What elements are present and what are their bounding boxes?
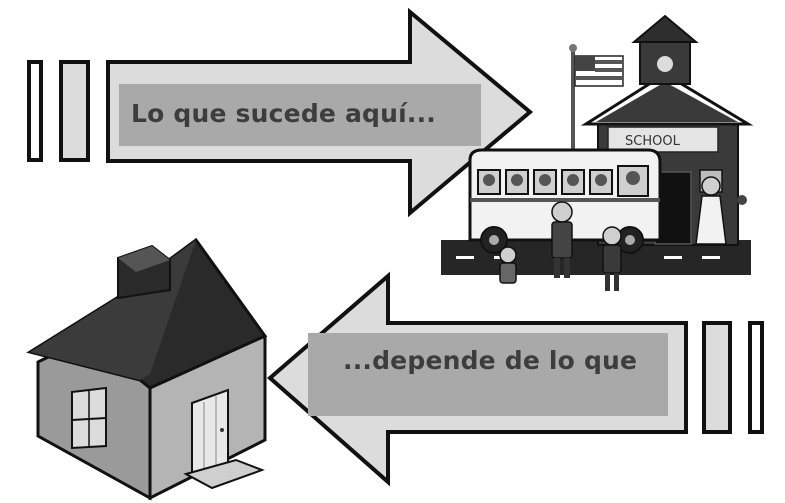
house-step <box>183 458 265 490</box>
flag-pole <box>571 48 575 198</box>
school-scene: SCHOOL <box>441 14 754 291</box>
child-3 <box>499 246 517 284</box>
teacher <box>695 176 727 245</box>
bus-passengers <box>483 171 640 186</box>
school-sign <box>607 126 719 153</box>
school-sign-text: SCHOOL <box>625 134 681 149</box>
bottom-arrow-label-box <box>308 333 668 416</box>
flag-pole-top <box>569 44 577 52</box>
bottom-arrow-tail-bar-2 <box>748 321 764 434</box>
flag-icon <box>574 55 624 87</box>
house-door <box>191 388 229 477</box>
house-window <box>71 386 107 450</box>
top-arrow <box>27 7 534 218</box>
top-arrow-text: Lo que sucede aquí... <box>131 99 436 128</box>
child-2 <box>602 226 622 291</box>
children <box>499 176 747 291</box>
top-arrow-tail-bar-2 <box>59 60 90 162</box>
house <box>26 237 268 501</box>
bottom-arrow-text: ...depende de lo que <box>343 346 638 375</box>
bottom-arrow <box>266 271 764 487</box>
bottom-arrow-tail-bar-1 <box>702 321 732 434</box>
top-arrow-tail-bar-1 <box>27 60 43 162</box>
apple-icon <box>737 195 747 205</box>
child-1 <box>551 201 573 278</box>
bell-icon <box>657 56 673 72</box>
top-arrow-label-box <box>119 84 481 146</box>
